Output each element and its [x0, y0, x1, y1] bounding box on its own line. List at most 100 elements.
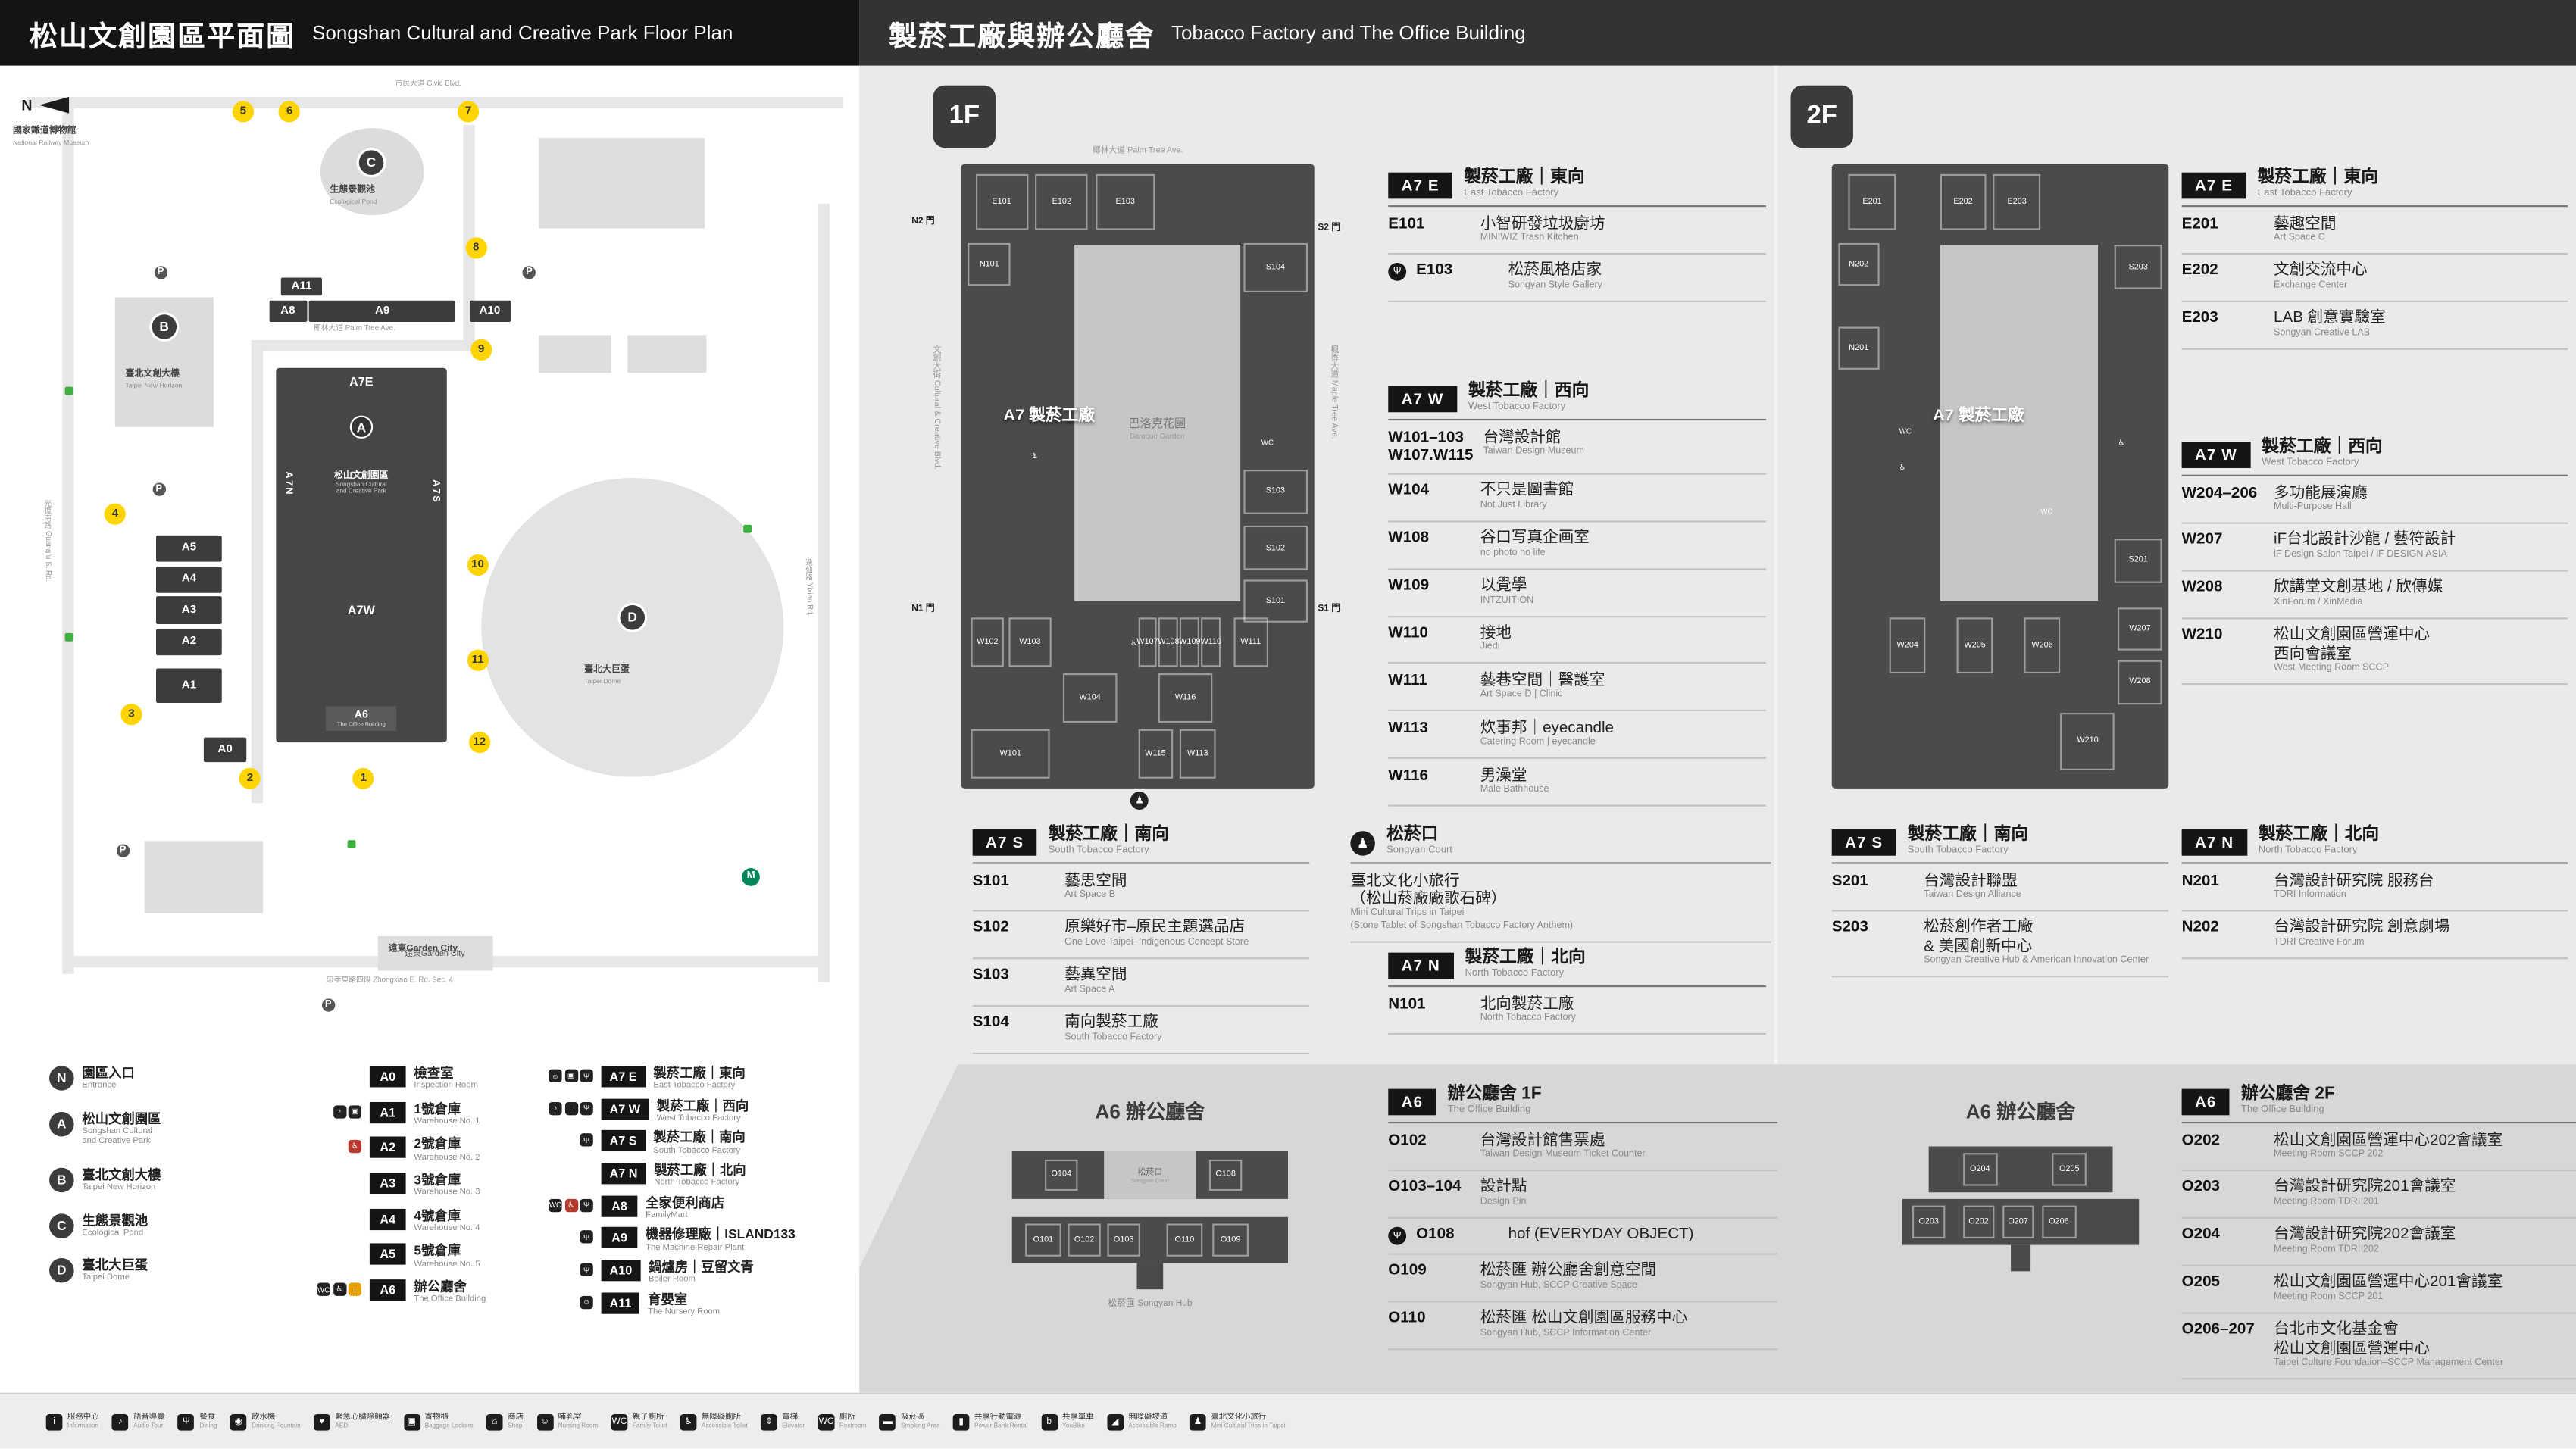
factory-title-zh: 製菸工廠與辦公廳舍 — [889, 20, 1155, 52]
legend-badge: A7 W — [601, 1098, 649, 1120]
a6-south-wing — [1011, 1216, 1289, 1264]
legend-badge: A1 — [369, 1101, 406, 1123]
complex-a6-label: A6 The Office Building — [325, 705, 398, 731]
elevator-icon: ⇕ — [760, 1413, 777, 1430]
gate-label: N2 門 — [911, 217, 935, 228]
legend-pin: N — [49, 1066, 74, 1091]
left-header: 松山文創園區平面圖 Songshan Cultural and Creative… — [0, 0, 860, 66]
dining-icon: Ψ — [1388, 263, 1407, 282]
room-name-en: Taipei Culture Foundation–SCCP Managemen… — [2274, 1358, 2504, 1369]
information-icon: i — [45, 1413, 63, 1430]
map-warehouse-block: A11 — [280, 277, 323, 297]
section-badge: A7 E — [2181, 172, 2246, 199]
room-name-zh: 松山文創園區營運中心202會議室 — [2274, 1130, 2503, 1149]
entrance-number-marker: 12 — [468, 731, 490, 753]
room-name-zh: 原樂好市–原民主題選品店 — [1064, 919, 1246, 937]
plan-room: W115 — [1137, 729, 1174, 779]
dining-icon: Ψ — [580, 1069, 593, 1082]
a6-south-wing — [1902, 1198, 2140, 1245]
room-name-en: Multi-Purpose Hall — [2274, 502, 2352, 513]
complex-a7e-label: A7E — [349, 374, 374, 390]
room-code: E103 — [1416, 261, 1453, 280]
complex-a7w-label: A7W — [347, 603, 375, 618]
park-name-label: 松山文創園區 Songshan Cultural and Creative Pa… — [334, 471, 389, 495]
room-name-zh: 藝思空間 — [1064, 871, 1127, 890]
plan-room: E102 — [1035, 173, 1089, 230]
legend-badge: A5 — [369, 1244, 406, 1266]
dining-icon: Ψ — [580, 1198, 593, 1212]
room-name-en: South Tobacco Factory — [1064, 1032, 1162, 1043]
plan-room: W113 — [1180, 729, 1216, 779]
room-name-zh: 松菸創作者工廠 — [1924, 919, 2034, 937]
map-road — [61, 97, 73, 975]
gate-label: S2 門 — [1318, 223, 1341, 234]
room-code: N101 — [1388, 994, 1426, 1013]
room-code: E203 — [2181, 309, 2218, 328]
entrance-number-marker: 5 — [232, 100, 255, 122]
plan-room: W111 — [1233, 617, 1269, 667]
plan-room: W208 — [2118, 660, 2162, 704]
audio-tour-icon: ♪ — [333, 1104, 346, 1118]
smoking-area-icon: ▬ — [879, 1413, 896, 1430]
right-header: 製菸工廠與辦公廳舍 Tobacco Factory and The Office… — [859, 0, 2576, 66]
room-name-en: Taiwan Design Museum Ticket Counter — [1480, 1149, 1646, 1160]
factory-title-en: Tobacco Factory and The Office Building — [1171, 21, 1526, 45]
room-code: O202 — [2181, 1130, 2221, 1149]
ramp-icon: ◢ — [1107, 1413, 1124, 1430]
legend-badge: A2 — [369, 1137, 406, 1159]
map-place-label: 遠東Garden City — [388, 945, 458, 955]
legend-badge: A6 — [369, 1279, 406, 1301]
room-code: N202 — [2181, 919, 2219, 937]
youbike-station-icon — [348, 840, 357, 848]
north-arrow: N — [21, 97, 69, 114]
plan-room: W103 — [1008, 617, 1052, 667]
room-name-zh: 不只是圖書館 — [1480, 481, 1574, 500]
room-code: O102 — [1388, 1130, 1427, 1149]
room-name-en: Jiedi — [1480, 642, 1500, 653]
room-name-en: iF Design Salon Taipei / iF DESIGN ASIA — [2274, 549, 2447, 561]
dining-icon: Ψ — [178, 1413, 195, 1430]
plan-room: S104 — [1243, 242, 1308, 292]
lockers-icon: ▣ — [564, 1069, 578, 1082]
room-name-en: Design Pin — [1480, 1197, 1527, 1207]
plan-room: W205 — [1956, 617, 1994, 673]
parking-icon: P — [320, 998, 337, 1014]
map-warehouse-block: A3 — [156, 596, 222, 624]
street-label-top-1f: 椰林大道 Palm Tree Ave. — [1092, 145, 1183, 156]
plan-room: S103 — [1243, 470, 1308, 514]
park-map: 遠東Garden City A7E A 松山文創園區 Songshan Cult… — [0, 65, 860, 1051]
restroom-icon: WC — [549, 1198, 562, 1212]
room-name-zh: iF台北設計沙龍 / 藝符設計 — [2274, 531, 2456, 550]
legend-badge: A0 — [369, 1066, 406, 1088]
room-code: O108 — [1416, 1226, 1455, 1244]
map-road — [61, 956, 827, 969]
room-name-zh: 文創交流中心 — [2274, 261, 2368, 280]
room-name-en: West Meeting Room SCCP — [2274, 664, 2390, 674]
plan-room: W102 — [971, 617, 1004, 667]
map-warehouse-block: A5 — [156, 535, 222, 562]
legend-badge: A7 E — [601, 1066, 646, 1088]
lockers-icon: ▣ — [403, 1413, 420, 1430]
youbike-station-icon — [64, 386, 73, 395]
plan-room: W206 — [2024, 617, 2061, 673]
room-code: S101 — [972, 871, 1009, 890]
